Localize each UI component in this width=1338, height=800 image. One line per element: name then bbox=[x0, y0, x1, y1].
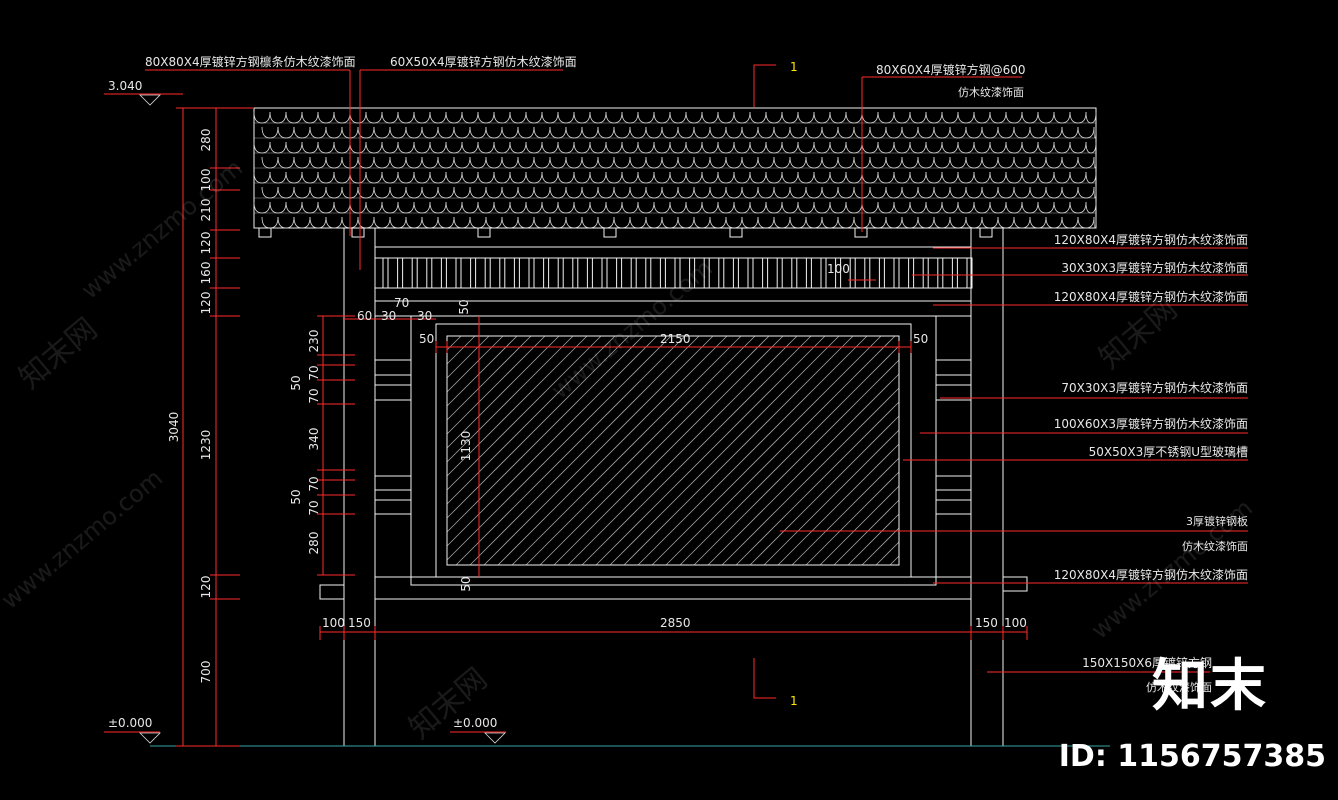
level-ground-mid: ±0.000 bbox=[453, 716, 497, 730]
dim-top-50: 50 bbox=[457, 299, 471, 314]
dim-left-4: 120 bbox=[199, 232, 213, 255]
dim-bottom-3: 2850 bbox=[660, 616, 691, 630]
side-slats-left bbox=[375, 359, 411, 515]
callout-right-5: 100X60X3厚镀锌方钢仿木纹漆饰面 bbox=[1054, 416, 1248, 431]
callout-right-9b: 仿木纹漆饰面 bbox=[1146, 680, 1212, 694]
watermark-site-2: www.znzmo.com bbox=[0, 464, 168, 615]
roof-tiles bbox=[253, 111, 1097, 229]
column-right bbox=[970, 227, 1004, 747]
watermark-site-1: www.znzmo.com bbox=[76, 154, 248, 305]
structure bbox=[150, 227, 1110, 747]
dim-panel-8: 70 bbox=[307, 500, 321, 515]
dim-panel-right-50: 50 bbox=[913, 332, 928, 346]
dim-panel-height: 1130 bbox=[459, 431, 473, 462]
dim-left-3: 210 bbox=[199, 199, 213, 222]
dim-top-30b: 30 bbox=[417, 309, 432, 323]
dim-panel-left-50: 50 bbox=[419, 332, 434, 346]
callout-right-7b: 仿木纹漆饰面 bbox=[1182, 539, 1248, 553]
bottom-beam bbox=[374, 576, 972, 600]
roof bbox=[253, 107, 1097, 238]
column-left bbox=[343, 227, 376, 747]
dim-bottom-1: 100 bbox=[322, 616, 345, 630]
watermark-site-3: www.znzmo.com bbox=[546, 254, 718, 405]
callout-rafter: 60X50X4厚镀锌方钢仿木纹漆饰面 bbox=[390, 54, 577, 69]
section-mark-bottom: 1 bbox=[790, 694, 798, 708]
callout-right-6: 50X50X3厚不锈钢U型玻璃槽 bbox=[1089, 445, 1248, 459]
glass-panel bbox=[446, 335, 900, 566]
callout-right-7a: 3厚镀锌钢板 bbox=[1186, 514, 1248, 528]
dim-left-7: 1230 bbox=[199, 430, 213, 461]
callout-batten-finish: 仿木纹漆饰面 bbox=[958, 85, 1024, 99]
dim-panel-width: 2150 bbox=[660, 332, 691, 346]
dim-top-30a: 30 bbox=[381, 309, 396, 323]
image-id: ID: 1156757385 bbox=[1058, 739, 1326, 774]
callout-right-4: 70X30X3厚镀锌方钢仿木纹漆饰面 bbox=[1061, 380, 1248, 395]
dim-panel-2: 50 bbox=[289, 375, 303, 390]
watermark-brand-2: 知末网 bbox=[403, 661, 494, 746]
dim-panel-9: 280 bbox=[307, 532, 321, 555]
dimensions bbox=[176, 64, 1028, 747]
purlin-ends bbox=[258, 227, 993, 238]
level-top: 3.040 bbox=[108, 79, 142, 93]
dim-left-8: 120 bbox=[199, 576, 213, 599]
top-beam bbox=[374, 227, 972, 248]
panel-frame bbox=[410, 315, 937, 586]
section-mark-top: 1 bbox=[790, 60, 798, 74]
callout-right-3: 120X80X4厚镀锌方钢仿木纹漆饰面 bbox=[1054, 289, 1248, 304]
dim-panel-1: 230 bbox=[307, 330, 321, 353]
callout-purlin: 80X80X4厚镀锌方钢檩条仿木纹漆饰面 bbox=[145, 54, 356, 69]
dim-left-2: 100 bbox=[199, 169, 213, 192]
dim-purlin-gap: 100 bbox=[827, 262, 850, 276]
dim-panel-bottom-50: 50 bbox=[459, 576, 473, 591]
watermark-brand-1: 知末网 bbox=[13, 311, 104, 396]
dim-panel-7: 70 bbox=[307, 476, 321, 491]
leaders bbox=[104, 69, 1248, 733]
dim-left-9: 700 bbox=[199, 661, 213, 684]
dim-left-6: 120 bbox=[199, 292, 213, 315]
level-markers bbox=[139, 94, 506, 744]
dim-panel-6: 50 bbox=[289, 489, 303, 504]
callout-right-1: 120X80X4厚镀锌方钢仿木纹漆饰面 bbox=[1054, 232, 1248, 247]
dim-left-1: 280 bbox=[199, 129, 213, 152]
dim-bottom-2: 150 bbox=[348, 616, 371, 630]
side-slats-right bbox=[936, 359, 971, 515]
dim-top-70: 70 bbox=[394, 296, 409, 310]
dim-total-height: 3040 bbox=[167, 412, 181, 443]
callout-right-8: 120X80X4厚镀锌方钢仿木纹漆饰面 bbox=[1054, 567, 1248, 582]
labels: 80X80X4厚镀锌方钢檩条仿木纹漆饰面 60X50X4厚镀锌方钢仿木纹漆饰面 … bbox=[108, 54, 1248, 730]
callout-right-9a: 150X150X6厚镀锌方钢 bbox=[1082, 655, 1212, 670]
watermark-brand-3: 知末网 bbox=[1093, 291, 1184, 376]
dim-bottom-4: 150 bbox=[975, 616, 998, 630]
dim-panel-4: 70 bbox=[307, 388, 321, 403]
dim-panel-3: 70 bbox=[307, 365, 321, 380]
callout-batten: 80X60X4厚镀锌方钢@600 bbox=[876, 62, 1026, 77]
callout-right-2: 30X30X3厚镀锌方钢仿木纹漆饰面 bbox=[1061, 260, 1248, 275]
level-ground-left: ±0.000 bbox=[108, 716, 152, 730]
dim-top-60: 60 bbox=[357, 309, 372, 323]
fascia-slats bbox=[382, 257, 973, 289]
dim-left-5: 160 bbox=[199, 262, 213, 285]
glass-hatch bbox=[446, 335, 900, 566]
dim-panel-5: 340 bbox=[307, 428, 321, 451]
dim-bottom-5: 100 bbox=[1004, 616, 1027, 630]
brand-logo: 知末 bbox=[1152, 654, 1268, 719]
